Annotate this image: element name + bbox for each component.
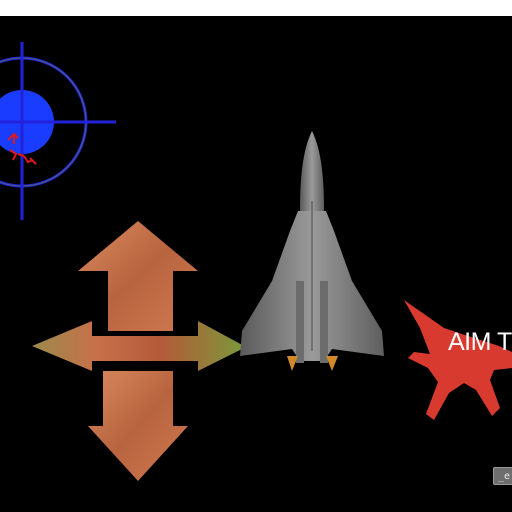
- directional-arrows-icon[interactable]: [28, 221, 248, 486]
- fighter-jet-icon: [240, 131, 384, 371]
- arrow-up-icon: [78, 221, 198, 331]
- game-viewport[interactable]: AIM T _e: [0, 16, 512, 512]
- airplane-aim-icon: [404, 300, 512, 420]
- aim-button[interactable]: [404, 298, 512, 423]
- arrow-left-right-icon: [32, 321, 246, 371]
- crosshair-target-icon: [0, 42, 116, 220]
- arrow-down-icon: [88, 371, 188, 481]
- level-tag[interactable]: _e: [493, 467, 512, 485]
